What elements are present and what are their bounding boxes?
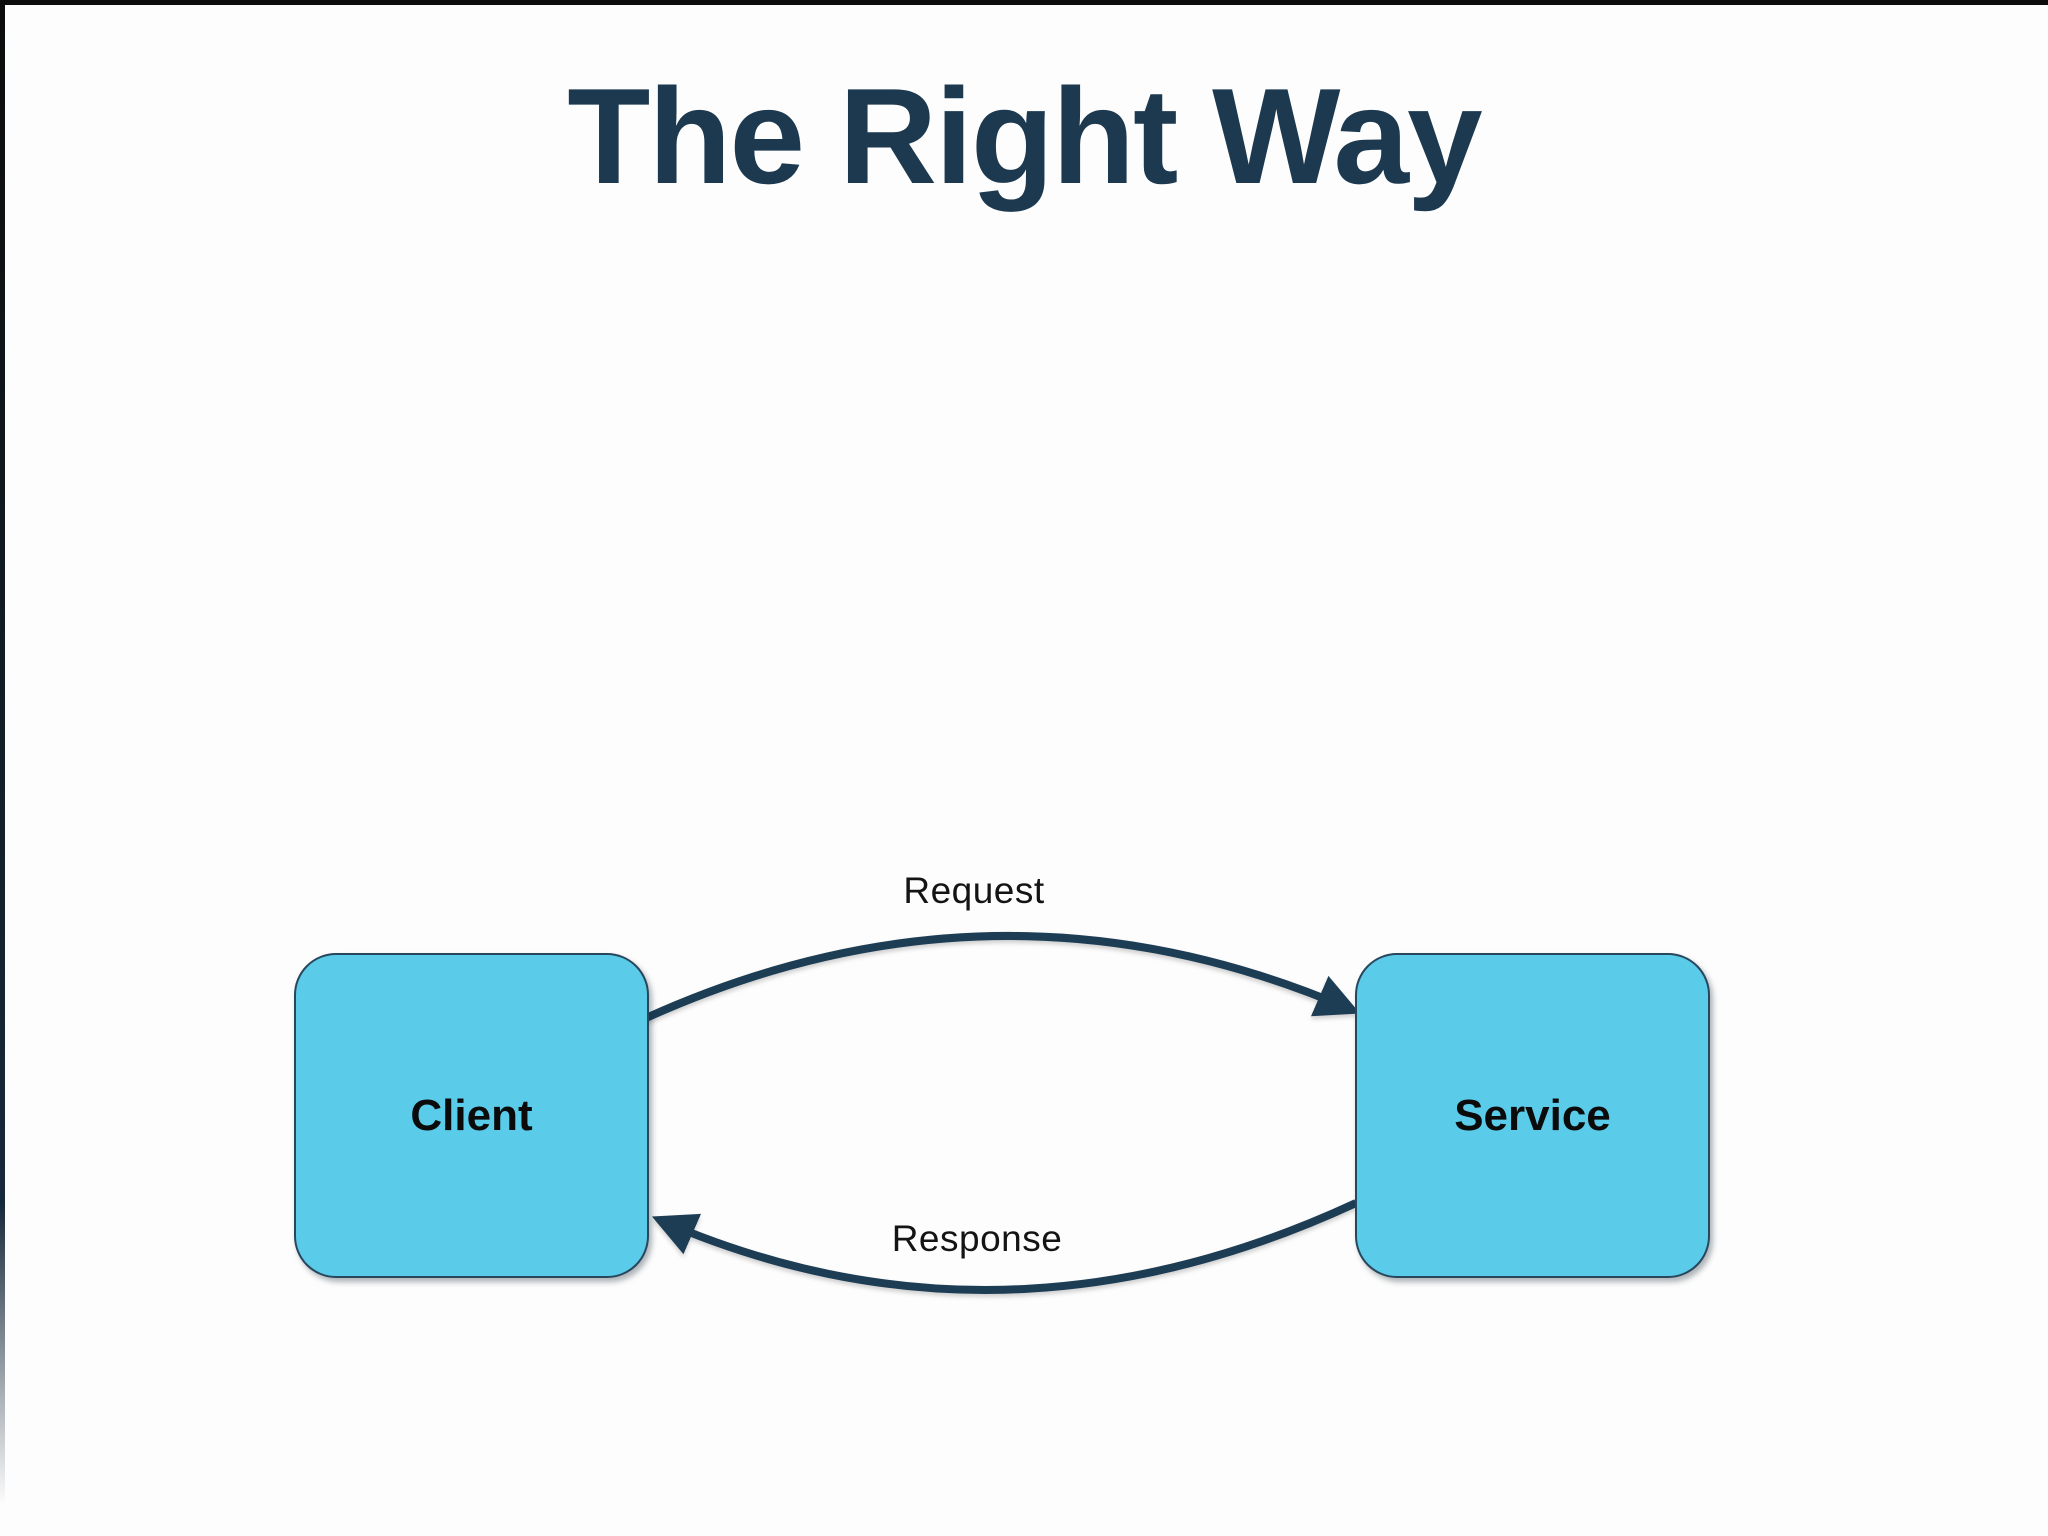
slide-title: The Right Way (567, 60, 1482, 212)
node-client-label: Client (410, 1090, 533, 1140)
node-service: Service (1355, 953, 1710, 1278)
frame-top-edge (0, 0, 2048, 5)
node-client: Client (294, 953, 649, 1278)
node-service-label: Service (1454, 1090, 1611, 1140)
request-edge-label: Request (903, 870, 1045, 911)
request-arrow (644, 932, 1361, 1022)
frame-left-edge (0, 0, 5, 1505)
response-edge-label: Response (891, 1218, 1063, 1259)
